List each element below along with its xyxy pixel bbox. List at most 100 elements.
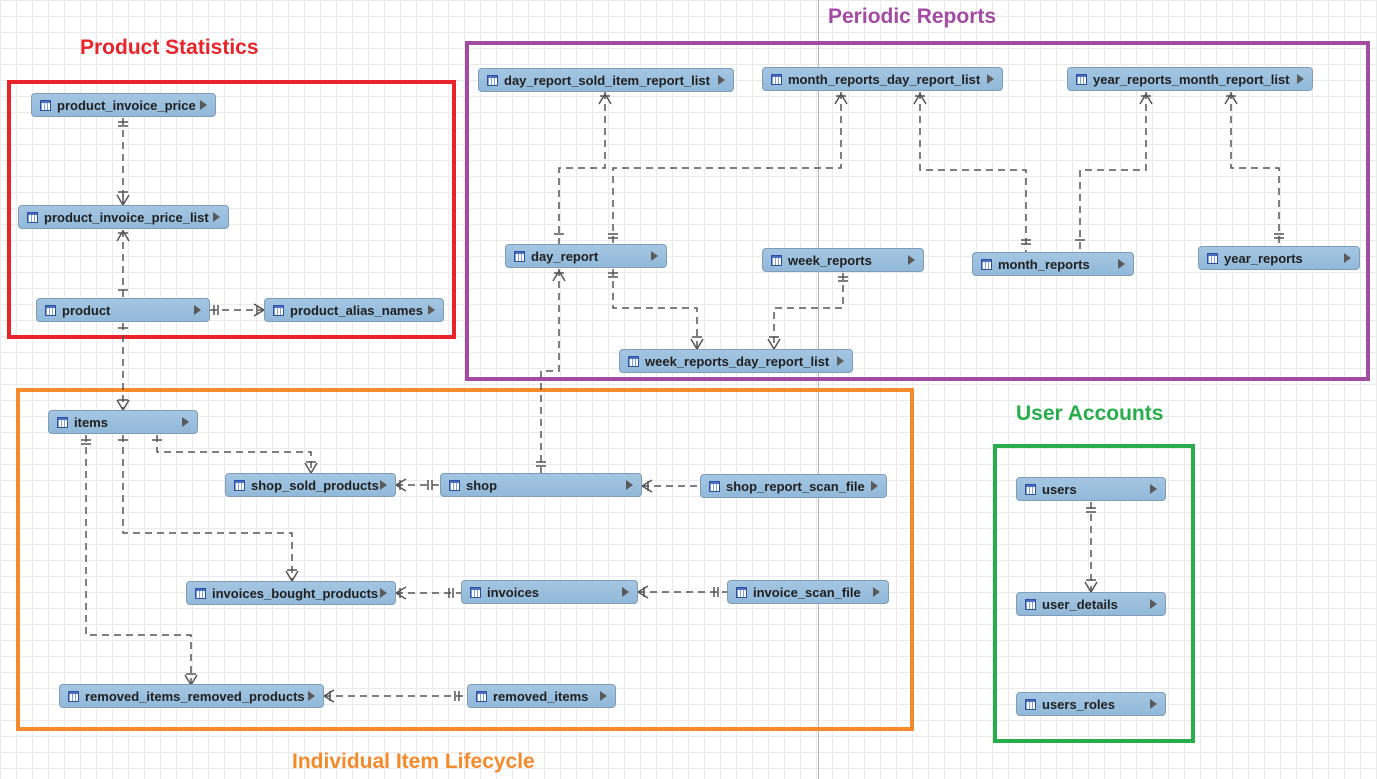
entity-label: removed_items_removed_products	[85, 688, 305, 704]
entity-label: week_reports_day_report_list	[645, 353, 830, 369]
expand-arrow-icon[interactable]	[380, 480, 387, 490]
expand-arrow-icon[interactable]	[871, 481, 878, 491]
table-icon	[1076, 73, 1087, 85]
entity-day-report-sold-item-report-list[interactable]: day_report_sold_item_report_list	[478, 68, 734, 92]
entity-label: shop_sold_products	[251, 477, 379, 493]
entity-removed-items[interactable]: removed_items	[467, 684, 616, 708]
rel-line-monthdaylist-dayreport	[612, 92, 842, 244]
entity-label: user_details	[1042, 596, 1118, 612]
table-icon	[27, 211, 38, 223]
table-icon	[476, 690, 487, 702]
entity-shop-report-scan-file[interactable]: shop_report_scan_file	[700, 474, 887, 498]
table-icon	[234, 479, 245, 491]
entity-items[interactable]: items	[48, 410, 198, 434]
group-box-user-accounts	[993, 444, 1195, 743]
rel-line-weekreports-weeklist	[773, 273, 844, 349]
group-box-product-statistics	[7, 80, 456, 339]
entity-label: month_reports	[998, 256, 1090, 272]
entity-label: invoices_bought_products	[212, 585, 379, 601]
entity-invoice-scan-file[interactable]: invoice_scan_file	[727, 580, 889, 604]
expand-arrow-icon[interactable]	[1150, 699, 1157, 709]
table-icon	[40, 99, 51, 111]
entity-product-invoice-price[interactable]: product_invoice_price	[31, 93, 216, 117]
entity-week-reports[interactable]: week_reports	[762, 248, 924, 272]
expand-arrow-icon[interactable]	[626, 480, 633, 490]
rel-line-monthdaylist-monthreports	[919, 92, 1027, 252]
rel-line-yearmonthlist-yearreports	[1230, 92, 1280, 246]
entity-label: product	[62, 302, 111, 318]
entity-removed-items-removed-products[interactable]: removed_items_removed_products	[59, 684, 324, 708]
group-title-user-accounts: User Accounts	[1016, 402, 1164, 425]
entity-product-invoice-price-list[interactable]: product_invoice_price_list	[18, 205, 229, 229]
expand-arrow-icon[interactable]	[200, 100, 207, 110]
entity-label: users	[1042, 481, 1077, 497]
expand-arrow-icon[interactable]	[908, 255, 915, 265]
group-title-periodic-reports: Periodic Reports	[828, 5, 997, 28]
table-icon	[487, 74, 498, 86]
expand-arrow-icon[interactable]	[987, 74, 994, 84]
entity-invoices[interactable]: invoices	[461, 580, 638, 604]
entity-user-details[interactable]: user_details	[1016, 592, 1166, 616]
table-icon	[57, 416, 68, 428]
expand-arrow-icon[interactable]	[600, 691, 607, 701]
group-title-product-statistics: Product Statistics	[80, 36, 259, 59]
entity-label: year_reports	[1224, 250, 1303, 266]
entity-label: week_reports	[788, 252, 872, 268]
entity-shop-sold-products[interactable]: shop_sold_products	[225, 473, 396, 497]
expand-arrow-icon[interactable]	[1297, 74, 1304, 84]
rel-line-items-invoicesbought	[122, 435, 293, 581]
entity-month-reports[interactable]: month_reports	[972, 252, 1134, 276]
rel-line-dayreport-shop	[540, 269, 560, 473]
expand-arrow-icon[interactable]	[651, 251, 658, 261]
expand-arrow-icon[interactable]	[308, 691, 315, 701]
expand-arrow-icon[interactable]	[622, 587, 629, 597]
entity-label: month_reports_day_report_list	[788, 71, 981, 87]
entity-label: product_alias_names	[290, 302, 423, 318]
entity-users-roles[interactable]: users_roles	[1016, 692, 1166, 716]
entity-day-report[interactable]: day_report	[505, 244, 667, 268]
table-icon	[771, 254, 782, 266]
entity-label: day_report	[531, 248, 599, 264]
table-icon	[1025, 698, 1036, 710]
expand-arrow-icon[interactable]	[837, 356, 844, 366]
entity-label: product_invoice_price_list	[44, 209, 209, 225]
entity-month-reports-day-report-list[interactable]: month_reports_day_report_list	[762, 67, 1003, 91]
entity-label: year_reports_month_report_list	[1093, 71, 1290, 87]
expand-arrow-icon[interactable]	[194, 305, 201, 315]
expand-arrow-icon[interactable]	[213, 212, 220, 222]
entity-year-reports-month-report-list[interactable]: year_reports_month_report_list	[1067, 67, 1313, 91]
table-icon	[45, 304, 56, 316]
expand-arrow-icon[interactable]	[1344, 253, 1351, 263]
entity-label: items	[74, 414, 108, 430]
table-icon	[68, 690, 79, 702]
entity-invoices-bought-products[interactable]: invoices_bought_products	[186, 581, 396, 605]
expand-arrow-icon[interactable]	[873, 587, 880, 597]
table-icon	[981, 258, 992, 270]
table-icon	[709, 480, 720, 492]
entity-product[interactable]: product	[36, 298, 210, 322]
entity-users[interactable]: users	[1016, 477, 1166, 501]
table-icon	[628, 355, 639, 367]
rel-line-dayreport-weeklist	[612, 269, 698, 349]
entity-week-reports-day-report-list[interactable]: week_reports_day_report_list	[619, 349, 853, 373]
entity-label: invoices	[487, 584, 540, 600]
entity-label: users_roles	[1042, 696, 1115, 712]
table-icon	[514, 250, 525, 262]
table-icon	[736, 586, 747, 598]
table-icon	[771, 73, 782, 85]
expand-arrow-icon[interactable]	[718, 75, 725, 85]
expand-arrow-icon[interactable]	[1150, 599, 1157, 609]
expand-arrow-icon[interactable]	[1150, 484, 1157, 494]
expand-arrow-icon[interactable]	[182, 417, 189, 427]
expand-arrow-icon[interactable]	[1118, 259, 1125, 269]
rel-line-dayreportlist-dayreport	[558, 92, 606, 244]
expand-arrow-icon[interactable]	[380, 588, 387, 598]
entity-label: removed_items	[493, 688, 589, 704]
expand-arrow-icon[interactable]	[428, 305, 435, 315]
table-icon	[449, 479, 460, 491]
entity-year-reports[interactable]: year_reports	[1198, 246, 1360, 270]
entity-shop[interactable]: shop	[440, 473, 642, 497]
entity-product-alias-names[interactable]: product_alias_names	[264, 298, 444, 322]
cardinality-markers	[81, 93, 1284, 703]
